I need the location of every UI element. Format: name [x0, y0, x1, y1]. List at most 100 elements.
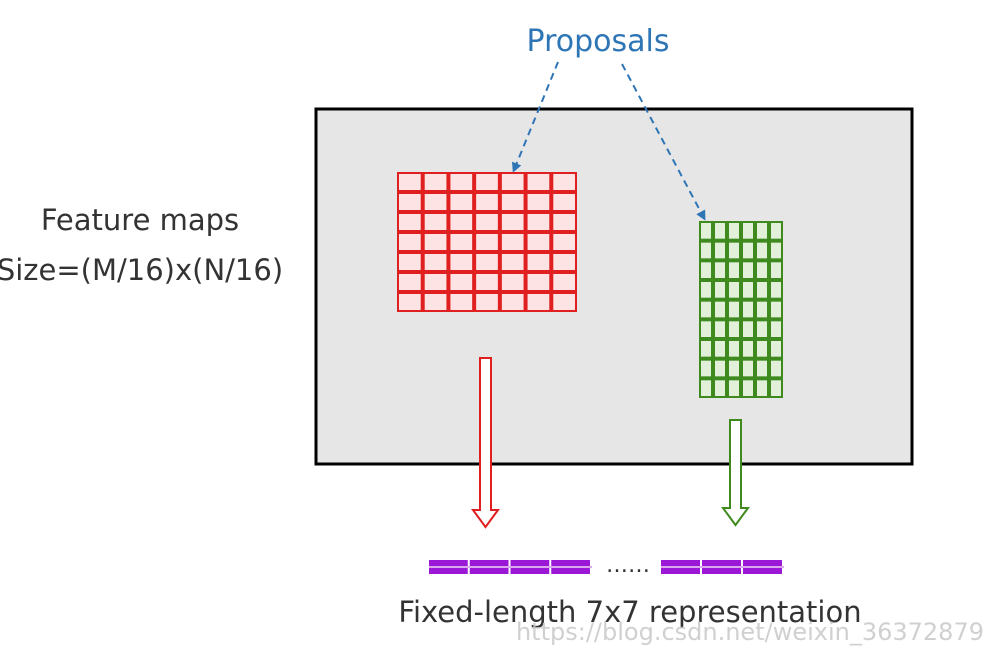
red-grid-cell — [553, 234, 575, 250]
red-grid-cell — [424, 254, 447, 270]
red-grid-cell — [399, 274, 421, 290]
red-grid-cell — [424, 274, 447, 290]
green-grid-cell — [743, 223, 753, 239]
left-bar-highlight — [429, 566, 592, 568]
green-grid-frame — [699, 221, 783, 398]
red-grid-cell — [399, 294, 421, 310]
green-grid-cell — [701, 262, 711, 278]
green-grid-cell — [743, 321, 753, 337]
green-grid-cell — [715, 282, 725, 298]
red-proposal-grid — [397, 172, 577, 312]
red-grid-cell — [476, 234, 498, 250]
green-grid-cell — [715, 223, 725, 239]
proposal-arrow-green — [621, 63, 706, 221]
red-grid-cell — [476, 194, 498, 210]
red-grid-cell — [553, 214, 575, 230]
red-grid-cell — [501, 214, 524, 230]
green-grid-cell — [757, 242, 767, 259]
red-grid-cell — [450, 274, 473, 290]
right-bar-highlight — [661, 566, 784, 568]
green-grid-cell — [743, 341, 753, 357]
ellipsis: …… — [606, 553, 650, 578]
red-grid-cell — [527, 174, 550, 190]
red-grid-cell — [424, 194, 447, 210]
red-grid-cell — [450, 194, 473, 210]
green-grid-cell — [701, 321, 711, 337]
green-grid-cell — [701, 242, 711, 259]
green-grid-cell — [743, 262, 753, 278]
green-grid-cell — [715, 242, 725, 259]
red-grid-cell — [501, 274, 524, 290]
green-grid-cell — [771, 301, 781, 318]
red-grid-cell — [501, 194, 524, 210]
green-grid-cell — [757, 321, 767, 337]
red-grid-cell — [424, 214, 447, 230]
red-grid-cell — [527, 214, 550, 230]
red-grid-cell — [527, 254, 550, 270]
proposal-arrow-red — [512, 61, 559, 173]
green-grid-cell — [729, 341, 739, 357]
green-grid-cell — [743, 380, 753, 396]
red-grid-cell — [501, 234, 524, 250]
red-down-arrow — [471, 357, 500, 529]
red-grid-cell — [527, 294, 550, 310]
green-grid-cell — [757, 360, 767, 377]
green-grid-cell — [701, 282, 711, 298]
green-down-arrow — [721, 419, 750, 527]
green-grid-cell — [757, 380, 767, 396]
green-proposal-grid — [699, 221, 783, 398]
feature-maps-label: Feature maps — [41, 203, 239, 237]
green-grid-cell — [729, 301, 739, 318]
green-grid-cell — [701, 223, 711, 239]
red-grid-cell — [450, 174, 473, 190]
red-grid-cell — [476, 294, 498, 310]
green-grid-cell — [729, 321, 739, 337]
green-grid-cell — [743, 360, 753, 377]
red-grid-cell — [501, 294, 524, 310]
green-grid-cell — [729, 282, 739, 298]
green-grid-cell — [729, 380, 739, 396]
red-grid-cell — [476, 274, 498, 290]
green-grid-cell — [729, 262, 739, 278]
red-grid-cell — [450, 234, 473, 250]
red-grid-cell — [424, 174, 447, 190]
green-grid-cell — [771, 341, 781, 357]
green-grid-cell — [701, 341, 711, 357]
green-grid-cell — [743, 282, 753, 298]
red-grid-cell — [553, 174, 575, 190]
green-grid-cell — [729, 360, 739, 377]
green-grid-cell — [757, 282, 767, 298]
watermark: https://blog.csdn.net/weixin_36372879 — [516, 618, 984, 646]
red-grid-cell — [553, 254, 575, 270]
green-grid-cell — [729, 223, 739, 239]
green-grid-cell — [729, 242, 739, 259]
red-grid-cell — [424, 234, 447, 250]
green-grid-cell — [701, 301, 711, 318]
green-grid-cell — [771, 380, 781, 396]
green-grid-cell — [715, 380, 725, 396]
green-grid-cell — [757, 262, 767, 278]
red-grid-cell — [450, 214, 473, 230]
green-grid-cell — [771, 223, 781, 239]
red-grid-cell — [476, 174, 498, 190]
proposals-label: Proposals — [527, 24, 670, 59]
green-grid-cell — [743, 242, 753, 259]
fixed-length-label: Fixed-length 7x7 representation — [398, 595, 861, 629]
green-grid-cell — [715, 321, 725, 337]
red-grid-cell — [450, 294, 473, 310]
red-grid-cell — [476, 254, 498, 270]
green-grid-cell — [771, 262, 781, 278]
red-grid-cell — [553, 294, 575, 310]
green-grid-cell — [715, 262, 725, 278]
green-grid-cell — [715, 301, 725, 318]
red-grid-cell — [553, 274, 575, 290]
green-grid-cell — [715, 360, 725, 377]
green-grid-cell — [701, 360, 711, 377]
green-grid-cell — [771, 282, 781, 298]
green-grid-cell — [757, 341, 767, 357]
red-grid-cell — [399, 194, 421, 210]
red-grid-cell — [450, 254, 473, 270]
red-grid-cell — [399, 234, 421, 250]
red-grid-cell — [399, 174, 421, 190]
